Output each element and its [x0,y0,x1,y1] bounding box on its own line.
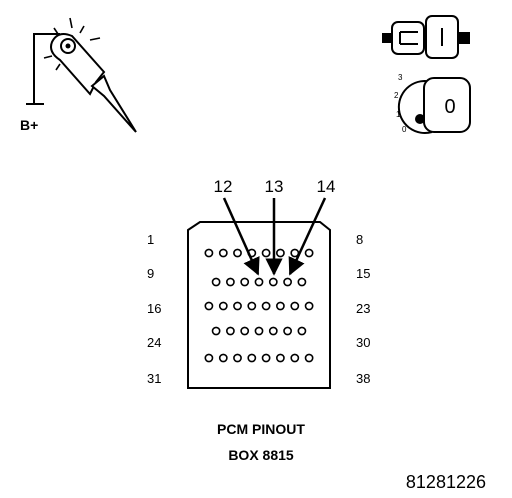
key-position-3: 3 [398,73,403,82]
caption-subtitle: BOX 8815 [228,447,294,463]
callout-14-arrow [288,197,327,276]
ignition-key-icon [397,77,471,134]
pin-cavity-18 [233,301,242,311]
key-position-2: 2 [394,91,399,100]
pin-cavity-20 [261,301,271,311]
row-3-start-label: 16 [147,301,161,316]
pin-cavity-37 [290,353,300,363]
pin-cavity-35 [261,353,271,363]
row-5-start-label: 31 [147,371,161,386]
pin-cavity-2 [218,248,228,258]
callout-12: 12 [214,177,233,196]
pin-cavity-6 [275,248,285,258]
pin-cavity-21 [275,301,285,311]
pin-cavity-33 [233,353,242,363]
caption-title: PCM PINOUT [217,421,305,437]
row-4-end-label: 30 [356,335,370,350]
pin-cavity-3 [233,248,242,258]
pin-cavity-12 [254,277,264,287]
key-position-label: 0 [444,96,455,118]
pin-cavity-23 [304,301,314,311]
pin-cavity-16 [204,301,214,311]
row-1-start-label: 1 [147,232,154,247]
row-2-end-label: 15 [356,266,370,281]
key-position-0: 0 [402,125,407,134]
row-3-end-label: 23 [356,301,370,316]
figure-number: 81281226 [406,472,486,492]
pin-cavity-14 [283,277,292,287]
pin-cavity-34 [247,353,257,363]
pin-cavity-29 [283,326,292,336]
row-1-end-label: 8 [356,232,363,247]
row-5-end-label: 38 [356,371,370,386]
callout-14: 14 [317,177,336,196]
pin-cavity-28 [268,326,278,336]
pin-cavity-1 [204,248,214,258]
pin-cavity-17 [218,301,228,311]
row-4-start-label: 24 [147,335,161,350]
pin-cavity-9 [211,277,221,287]
row-2-start-label: 9 [147,266,154,281]
pin-cavity-26 [240,326,250,336]
callout-13: 13 [265,177,284,196]
test-light-icon [26,17,137,133]
pin-cavity-19 [247,301,257,311]
pin-cavity-8 [304,248,314,258]
pin-cavity-32 [218,353,228,363]
pin-cavities [204,248,314,363]
pin-cavity-24 [211,326,221,336]
supply-label: B+ [20,117,38,133]
pin-cavity-38 [304,353,314,363]
pin-cavity-15 [297,277,307,287]
pin-cavity-13 [268,277,278,287]
pin-cavity-10 [225,277,235,287]
pin-cavity-5 [261,248,271,258]
pin-cavity-11 [240,277,250,287]
connector-icon [382,15,470,59]
key-position-1: 1 [396,110,401,119]
callout-12-arrow [222,197,260,276]
pin-cavity-36 [275,353,285,363]
pin-cavity-22 [290,301,300,311]
pin-cavity-31 [204,353,214,363]
pin-cavity-30 [297,326,307,336]
pin-cavity-25 [225,326,235,336]
pin-cavity-27 [254,326,264,336]
